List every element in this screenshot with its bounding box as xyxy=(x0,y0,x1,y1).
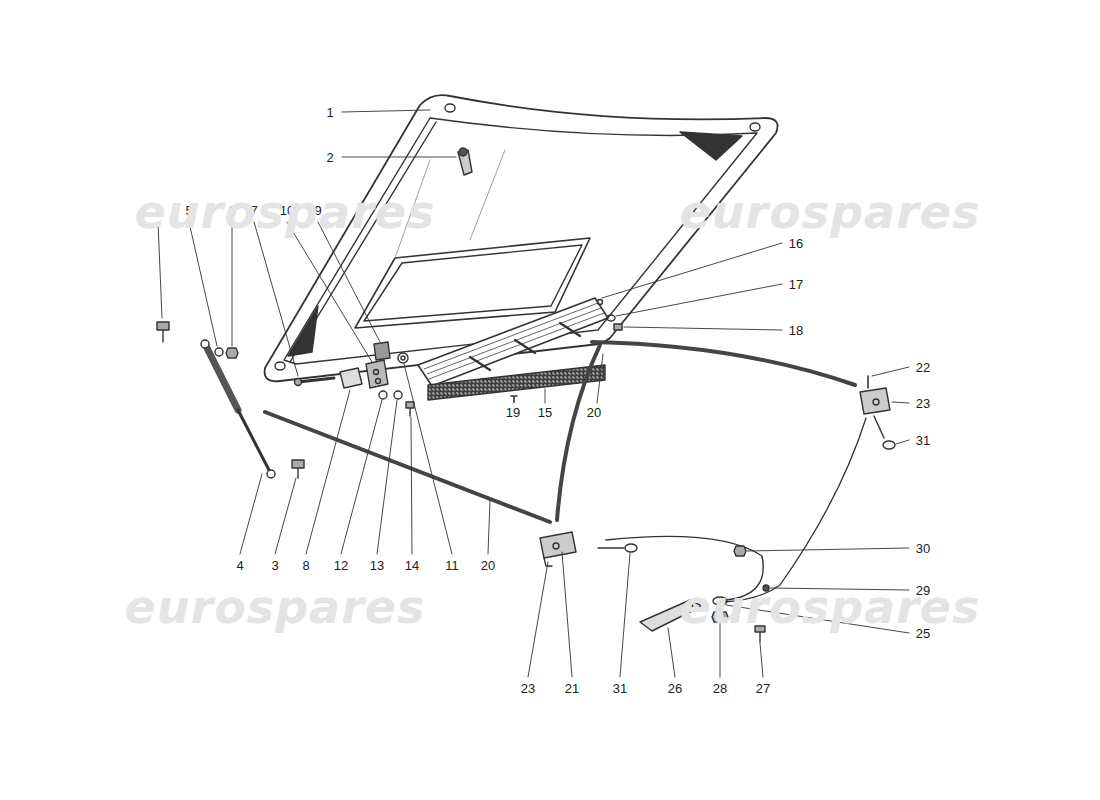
callout-number: 21 xyxy=(563,681,581,696)
callout-number: 20 xyxy=(479,558,497,573)
callout-number: 3 xyxy=(269,558,280,573)
callout-number: 30 xyxy=(914,541,932,556)
callout-number: 16 xyxy=(787,236,805,251)
callout-number: 17 xyxy=(787,277,805,292)
callout-number: 18 xyxy=(787,323,805,338)
callout-number: 11 xyxy=(443,558,461,573)
watermark: eurospares xyxy=(680,582,981,632)
callout-number: 31 xyxy=(611,681,629,696)
callout-number: 4 xyxy=(234,558,245,573)
callout-number: 23 xyxy=(519,681,537,696)
watermark: eurospares xyxy=(680,187,981,237)
callout-number: 19 xyxy=(504,405,522,420)
callout-number: 20 xyxy=(585,405,603,420)
callout-number: 13 xyxy=(368,558,386,573)
callout-number: 23 xyxy=(914,396,932,411)
callout-number: 28 xyxy=(711,681,729,696)
watermark: eurospares xyxy=(135,187,436,237)
callout-number: 26 xyxy=(666,681,684,696)
callout-number: 1 xyxy=(324,105,335,120)
callout-number: 2 xyxy=(324,150,335,165)
callout-number: 27 xyxy=(754,681,772,696)
callout-number: 31 xyxy=(914,433,932,448)
callout-number: 12 xyxy=(332,558,350,573)
callout-number: 22 xyxy=(914,360,932,375)
callout-number: 8 xyxy=(300,558,311,573)
watermark: eurospares xyxy=(125,582,426,632)
callout-number: 14 xyxy=(403,558,421,573)
callout-number: 15 xyxy=(536,405,554,420)
